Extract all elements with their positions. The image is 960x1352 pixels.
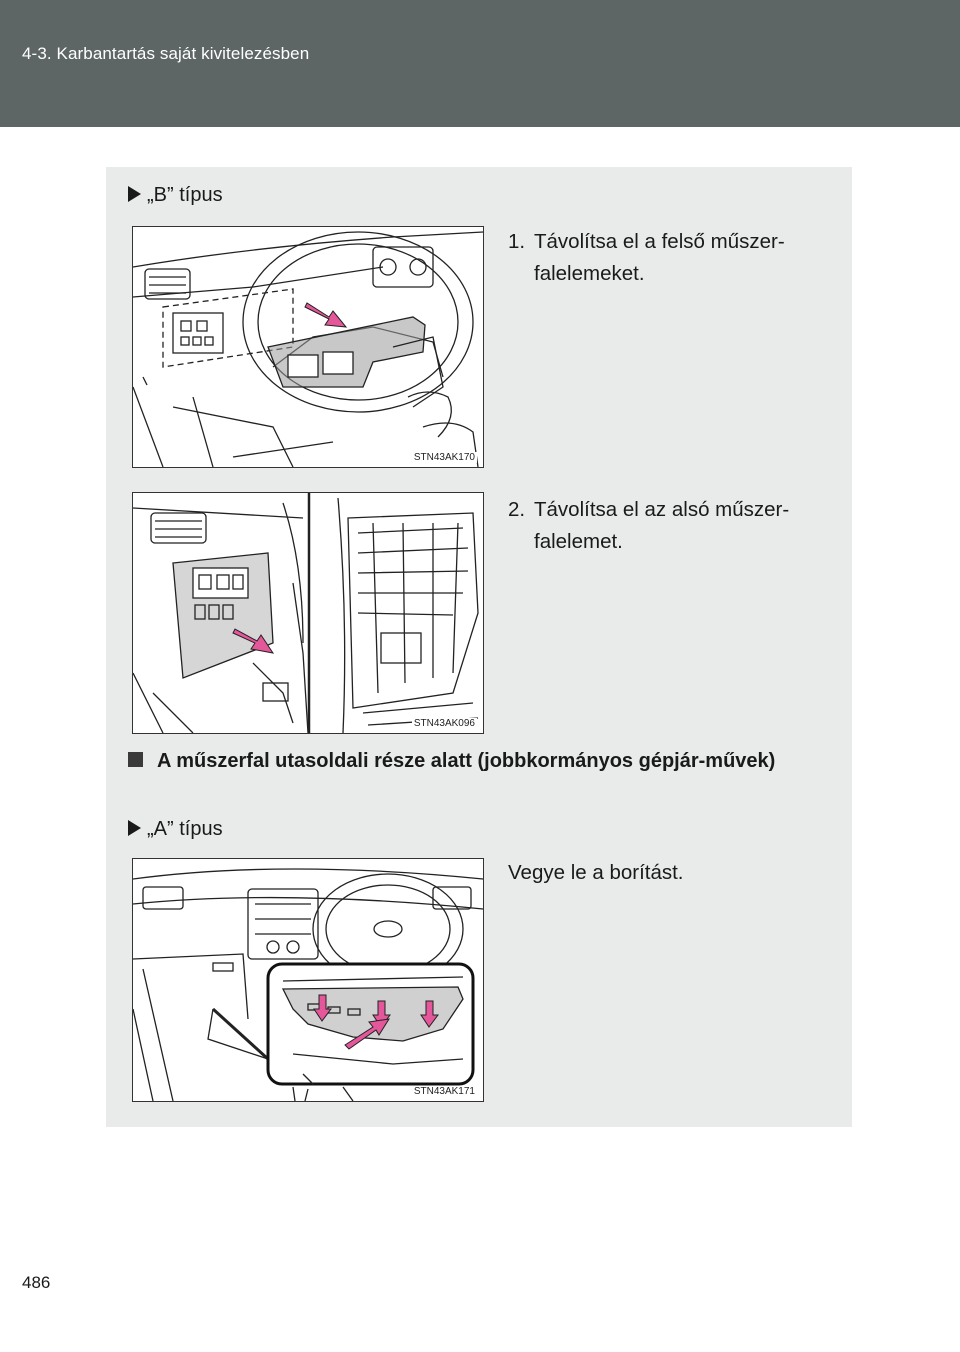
dashboard-illustration-1 <box>133 231 483 467</box>
step-1: 1. Távolítsa el a felső műszer- falelemek… <box>508 226 838 290</box>
figure-cover-removal: STN43AK171 <box>132 858 484 1102</box>
step-1-line2: falelemeket. <box>534 262 645 285</box>
step-2: 2. Távolítsa el az alsó műszer- falelemet… <box>508 494 838 558</box>
section-title: 4-3. Karbantartás saját kivitelezésben <box>22 44 310 63</box>
page-header: 4-3. Karbantartás saját kivitelezésben <box>0 0 960 127</box>
instruction-a-text: Vegye le a borítást. <box>508 861 684 884</box>
page-number: 486 <box>22 1273 51 1292</box>
dashboard-illustration-2 <box>133 493 479 733</box>
step-1-line1: Távolítsa el a felső műszer- <box>534 230 785 253</box>
step-2-line1: Távolítsa el az alsó műszer- <box>534 498 790 521</box>
triangle-icon <box>128 186 141 202</box>
figure-code: STN43AK096 <box>411 718 477 729</box>
section-heading: A műszerfal utasoldali része alatt (jobb… <box>128 744 828 778</box>
instruction-a: Vegye le a borítást. <box>508 857 838 889</box>
figure-lower-panel: STN43AK096 <box>132 492 484 734</box>
type-a-label: „A” típus <box>128 818 223 841</box>
step-2-line2: falelemet. <box>534 530 623 553</box>
step-1-number: 1. <box>508 230 526 253</box>
section-heading-text: A műszerfal utasoldali része alatt (jobb… <box>157 750 776 772</box>
triangle-icon <box>128 820 141 836</box>
square-bullet-icon <box>128 752 143 767</box>
type-b-text: „B” típus <box>147 184 223 206</box>
figure-upper-panels: STN43AK170 <box>132 226 484 468</box>
figure-code: STN43AK170 <box>411 452 477 463</box>
figure-code: STN43AK171 <box>411 1086 477 1097</box>
dashboard-illustration-3 <box>133 868 483 1101</box>
step-2-number: 2. <box>508 498 526 521</box>
type-a-text: „A” típus <box>147 818 223 840</box>
type-b-label: „B” típus <box>128 184 223 207</box>
